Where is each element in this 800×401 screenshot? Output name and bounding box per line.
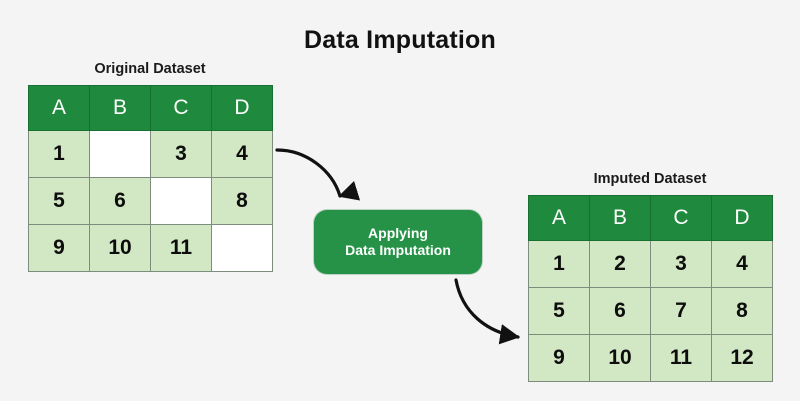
- imputed-dataset-caption: Imputed Dataset: [593, 171, 707, 187]
- cell-r3-d-missing: [211, 224, 273, 272]
- cell-r2-c-missing: [150, 177, 212, 225]
- table-row: 9 10 11 12: [528, 334, 773, 382]
- arrow-original-to-process: [275, 148, 361, 201]
- column-header-a: A: [528, 195, 590, 241]
- cell-r2-c: 7: [650, 287, 712, 335]
- cell-r2-a: 5: [28, 177, 90, 225]
- cell-r2-d: 8: [211, 177, 273, 225]
- page-title: Data Imputation: [304, 26, 496, 54]
- table-row: 1 2 3 4: [528, 240, 773, 288]
- original-dataset-caption: Original Dataset: [94, 61, 206, 77]
- cell-r1-a: 1: [28, 130, 90, 178]
- cell-r1-b: 2: [589, 240, 651, 288]
- column-header-b: B: [589, 195, 651, 241]
- cell-r1-d: 4: [711, 240, 773, 288]
- cell-r1-a: 1: [528, 240, 590, 288]
- applying-data-imputation-box: Applying Data Imputation: [314, 210, 482, 274]
- column-header-d: D: [211, 85, 273, 131]
- imputed-dataset-table: A B C D 1 2 3 4 5 6 7 8 9 10 11: [528, 195, 773, 382]
- table-row: 1 3 4: [28, 130, 273, 178]
- arrow-process-to-imputed: [454, 278, 520, 345]
- cell-r3-a: 9: [28, 224, 90, 272]
- process-label-line2: Data Imputation: [345, 242, 451, 258]
- cell-r3-c: 11: [150, 224, 212, 272]
- column-header-c: C: [150, 85, 212, 131]
- cell-r3-b: 10: [589, 334, 651, 382]
- cell-r3-c: 11: [650, 334, 712, 382]
- cell-r2-b: 6: [589, 287, 651, 335]
- cell-r2-d: 8: [711, 287, 773, 335]
- column-header-a: A: [28, 85, 90, 131]
- column-header-b: B: [89, 85, 151, 131]
- cell-r3-d: 12: [711, 334, 773, 382]
- table-header-row: A B C D: [528, 195, 773, 241]
- table-row: 5 6 7 8: [528, 287, 773, 335]
- table-header-row: A B C D: [28, 85, 273, 131]
- process-label-line1: Applying: [368, 224, 428, 241]
- cell-r3-a: 9: [528, 334, 590, 382]
- cell-r2-b: 6: [89, 177, 151, 225]
- cell-r2-a: 5: [528, 287, 590, 335]
- cell-r1-d: 4: [211, 130, 273, 178]
- cell-r1-c: 3: [650, 240, 712, 288]
- column-header-c: C: [650, 195, 712, 241]
- table-row: 9 10 11: [28, 224, 273, 272]
- original-dataset-table: A B C D 1 3 4 5 6 8 9 10 11: [28, 85, 273, 272]
- cell-r1-b-missing: [89, 130, 151, 178]
- cell-r1-c: 3: [150, 130, 212, 178]
- cell-r3-b: 10: [89, 224, 151, 272]
- column-header-d: D: [711, 195, 773, 241]
- table-row: 5 6 8: [28, 177, 273, 225]
